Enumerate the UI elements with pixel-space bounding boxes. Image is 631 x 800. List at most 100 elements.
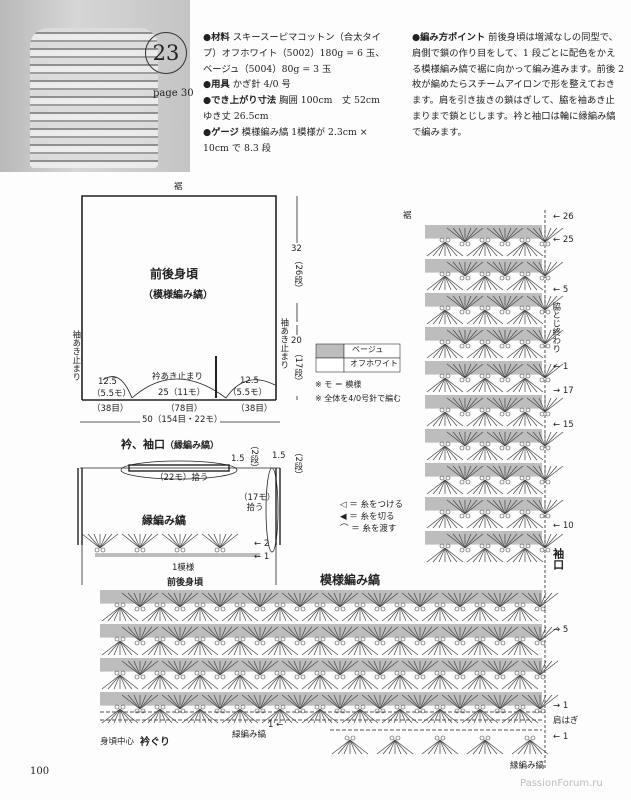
stitch-mark	[544, 431, 558, 447]
stitch-mark	[160, 670, 166, 676]
stitch-mark	[459, 275, 465, 281]
pattern-number: 23	[145, 32, 187, 74]
stitch-mark	[492, 465, 506, 481]
stitch-mark	[319, 640, 339, 656]
stitch-mark	[479, 271, 485, 277]
stitch-mark	[259, 694, 273, 710]
stitch-mark	[354, 602, 360, 608]
stitch-mark	[464, 295, 478, 311]
stitch-mark	[380, 606, 386, 612]
stitch-mark	[240, 602, 246, 608]
stitch-mark	[180, 606, 186, 612]
stitch-mark	[199, 606, 219, 622]
stitch-mark	[512, 513, 526, 529]
stitch-mark	[179, 660, 199, 676]
stitch-mark	[419, 660, 439, 676]
watermark: PassionForum.ru	[520, 778, 603, 789]
edge-row-2: ← 2	[254, 539, 270, 549]
stitch-mark	[472, 241, 486, 257]
stitch-mark	[527, 694, 541, 710]
stitch-mark	[444, 241, 452, 257]
stitch-mark	[259, 694, 267, 710]
stitch-mark	[524, 241, 532, 257]
stitch-mark	[465, 445, 471, 451]
stitch-mark	[299, 660, 319, 676]
stitch-mark	[399, 606, 419, 622]
stitch-mark	[432, 309, 446, 325]
stitch-mark	[464, 465, 472, 481]
stitch-mark	[545, 479, 551, 485]
stitch-mark	[260, 674, 266, 680]
stitch-mark	[492, 499, 506, 515]
stitch-mark	[514, 670, 520, 676]
stitch-mark	[545, 241, 551, 247]
stitch-mark	[484, 275, 498, 291]
stitch-mark	[465, 479, 471, 485]
stitch-mark	[464, 499, 472, 515]
stitch-mark	[379, 626, 387, 642]
stitch-mark	[193, 708, 201, 724]
stitch-mark	[239, 606, 253, 622]
stitch-mark	[464, 329, 472, 345]
stitch-mark	[519, 475, 525, 481]
stitch-mark	[484, 275, 504, 291]
stitch-mark	[525, 305, 531, 311]
stitch-mark	[493, 592, 501, 608]
stitch-mark	[113, 674, 121, 690]
stitch-mark	[194, 636, 200, 642]
stitch-mark	[505, 377, 511, 383]
stitch-mark	[438, 445, 446, 461]
stitch-mark	[498, 465, 506, 481]
stitch-mark	[458, 227, 466, 243]
stitch-mark	[466, 241, 486, 257]
beige-stripe	[425, 293, 542, 307]
stitch-mark	[524, 411, 538, 427]
stitch-mark	[524, 513, 538, 529]
stitch-mark	[514, 636, 520, 642]
stitch-mark	[214, 674, 220, 680]
stitch-mark	[545, 411, 551, 417]
stitch-mark	[280, 670, 286, 676]
edging-stripe	[95, 553, 260, 557]
stitch-mark	[99, 533, 107, 549]
materials-label: ●材料	[203, 32, 230, 43]
stitch-mark	[319, 674, 327, 690]
stitch-mark	[484, 411, 492, 427]
stitch-mark	[544, 363, 558, 379]
stitch-mark	[339, 592, 359, 608]
stitch-mark	[313, 708, 321, 724]
stitch-mark	[545, 547, 551, 553]
stitch-mark	[492, 397, 506, 413]
stitch-mark	[294, 674, 300, 680]
stitch-mark	[167, 694, 181, 710]
stitch-mark	[154, 670, 160, 676]
stitch-mark	[539, 660, 553, 676]
stitch-mark	[341, 708, 361, 724]
stitch-mark	[294, 640, 300, 646]
stitch-mark	[444, 275, 452, 291]
stitch-mark	[467, 674, 481, 690]
stitch-mark	[207, 592, 221, 608]
stitch-mark	[379, 626, 393, 642]
stitch-mark	[499, 547, 505, 553]
stitch-mark	[419, 626, 433, 642]
stitch-mark	[464, 397, 484, 413]
stitch-mark	[373, 626, 381, 642]
stitch-mark	[234, 670, 240, 676]
stitch-mark	[524, 547, 532, 563]
stitch-mark	[524, 275, 544, 291]
stitch-mark	[465, 309, 471, 315]
stitch-mark	[526, 329, 546, 345]
stitch-mark	[267, 708, 281, 724]
stitch-mark	[239, 708, 247, 724]
stitch-mark	[401, 694, 421, 710]
stitch-mark	[180, 708, 186, 714]
stitch-mark	[447, 626, 461, 642]
stitch-mark	[159, 606, 179, 622]
stitch-mark	[119, 606, 133, 622]
stitch-mark	[340, 606, 346, 612]
stitch-mark	[214, 708, 220, 714]
shoulder-left: 12.5	[98, 377, 117, 387]
stitch-mark	[300, 606, 306, 612]
stitch-mark	[492, 533, 506, 549]
